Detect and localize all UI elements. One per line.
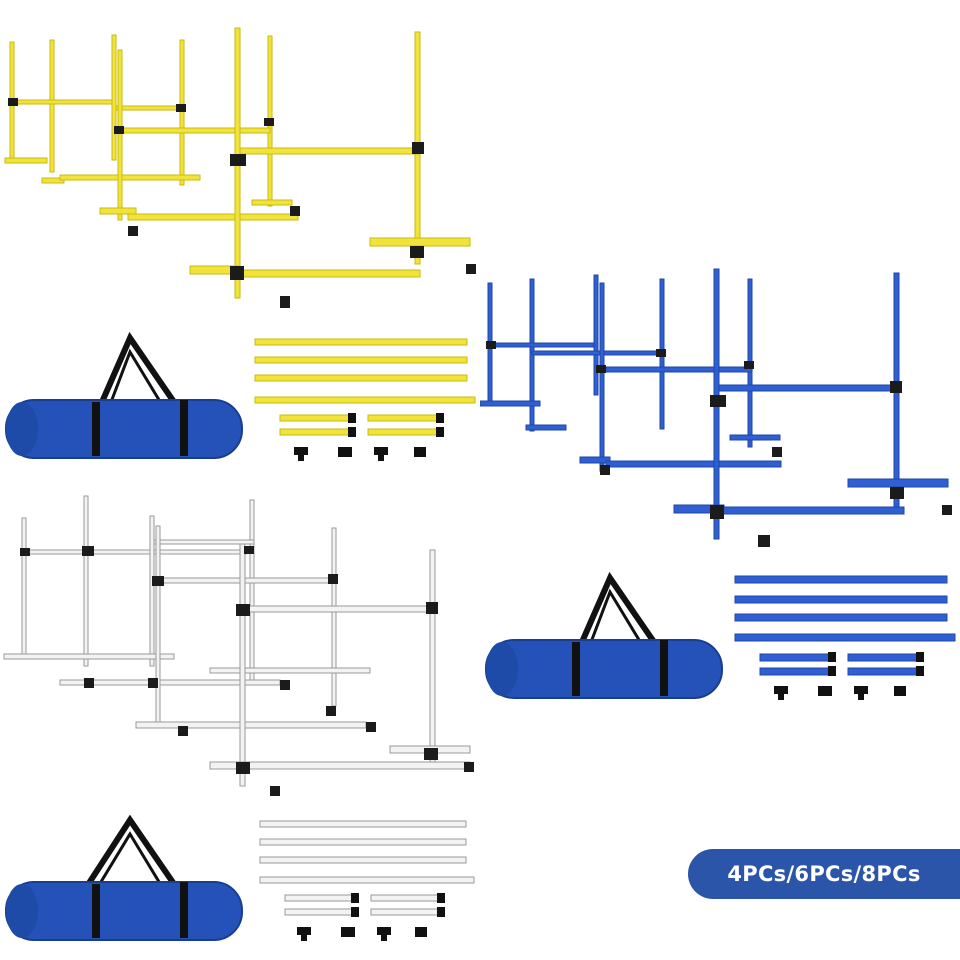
blue-hurdle-parts: [730, 572, 960, 702]
blue-hurdles-illustration: [480, 268, 952, 547]
yellow-hurdle-parts: [250, 335, 480, 465]
white-set-carry-bag: [0, 812, 250, 947]
quantity-options-label: 4PCs/6PCs/8PCs: [727, 862, 921, 886]
white-hurdle-set: [0, 490, 480, 800]
carry-bag-illustration: [5, 331, 243, 459]
parts-illustration: [734, 575, 956, 700]
white-hurdle-parts: [255, 815, 485, 945]
yellow-hurdles-illustration: [4, 27, 476, 308]
carry-bag-illustration: [485, 571, 723, 699]
blue-hurdle-set: [480, 265, 960, 555]
quantity-options-badge: 4PCs/6PCs/8PCs: [688, 849, 960, 899]
carry-bag-illustration: [5, 814, 243, 941]
yellow-hurdle-set: [0, 20, 480, 320]
parts-illustration: [259, 820, 475, 941]
blue-set-carry-bag: [480, 570, 730, 705]
parts-illustration: [254, 338, 476, 461]
white-hurdles-illustration: [3, 495, 474, 796]
yellow-set-carry-bag: [0, 330, 250, 465]
